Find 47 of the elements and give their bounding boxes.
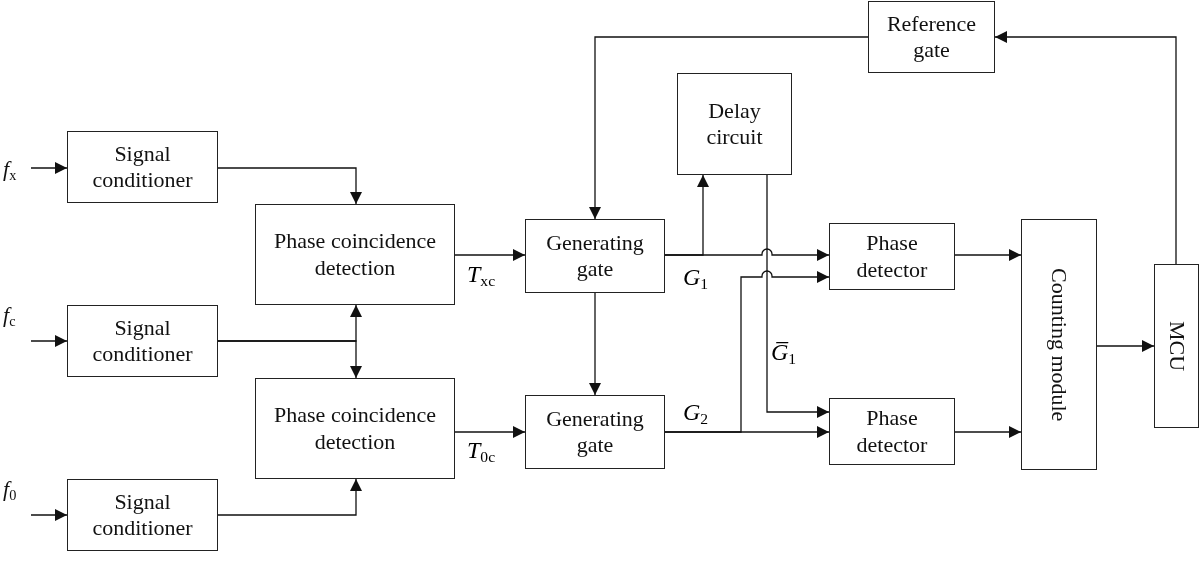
process-box xyxy=(255,378,455,479)
box-label: Phase coincidence detection xyxy=(273,228,437,281)
box-label: Counting module xyxy=(1046,267,1073,422)
arrow xyxy=(954,249,1022,261)
process-box xyxy=(868,1,995,73)
box-label: Generating gate xyxy=(545,229,645,283)
arrow xyxy=(30,509,68,521)
arrow xyxy=(217,167,362,205)
edge-label: G̅$_{1}$ xyxy=(770,340,798,364)
box-label: Signal conditioner xyxy=(91,488,194,542)
process-box xyxy=(677,73,792,175)
arrow xyxy=(217,340,362,379)
arrow xyxy=(954,426,1022,438)
process-box xyxy=(1021,219,1097,470)
box-label: Phase detector xyxy=(855,405,929,458)
arrow xyxy=(589,36,869,220)
arrow xyxy=(454,426,526,438)
arrow xyxy=(30,162,68,174)
box-label: Phase coincidence detection xyxy=(273,402,437,455)
process-box xyxy=(67,131,218,203)
arrow xyxy=(766,174,830,418)
arrow xyxy=(454,249,526,261)
input-signal-label: f$_{0}$ xyxy=(3,472,31,506)
process-box xyxy=(525,219,665,293)
process-box xyxy=(1154,264,1199,428)
box-label: MCU xyxy=(1163,320,1190,372)
arrow xyxy=(664,248,830,261)
process-box xyxy=(67,305,218,377)
arrow xyxy=(217,478,362,516)
process-box xyxy=(829,223,955,290)
box-label: Signal conditioner xyxy=(91,140,194,194)
input-signal-label: f$_{x}$ xyxy=(3,152,31,186)
box-label: Generating gate xyxy=(545,405,645,459)
process-box xyxy=(67,479,218,551)
process-box xyxy=(525,395,665,469)
arrow xyxy=(30,335,68,347)
arrow xyxy=(664,426,830,438)
process-box xyxy=(829,398,955,465)
box-label: Phase detector xyxy=(855,230,929,283)
arrow xyxy=(1096,340,1155,352)
input-signal-label: f$_{c}$ xyxy=(3,298,31,332)
arrow xyxy=(589,292,601,396)
arrow xyxy=(994,31,1177,265)
process-box xyxy=(255,204,455,305)
box-label: Signal conditioner xyxy=(91,314,194,368)
box-label: Reference gate xyxy=(885,10,978,64)
box-label: Delay circuit xyxy=(705,97,764,151)
